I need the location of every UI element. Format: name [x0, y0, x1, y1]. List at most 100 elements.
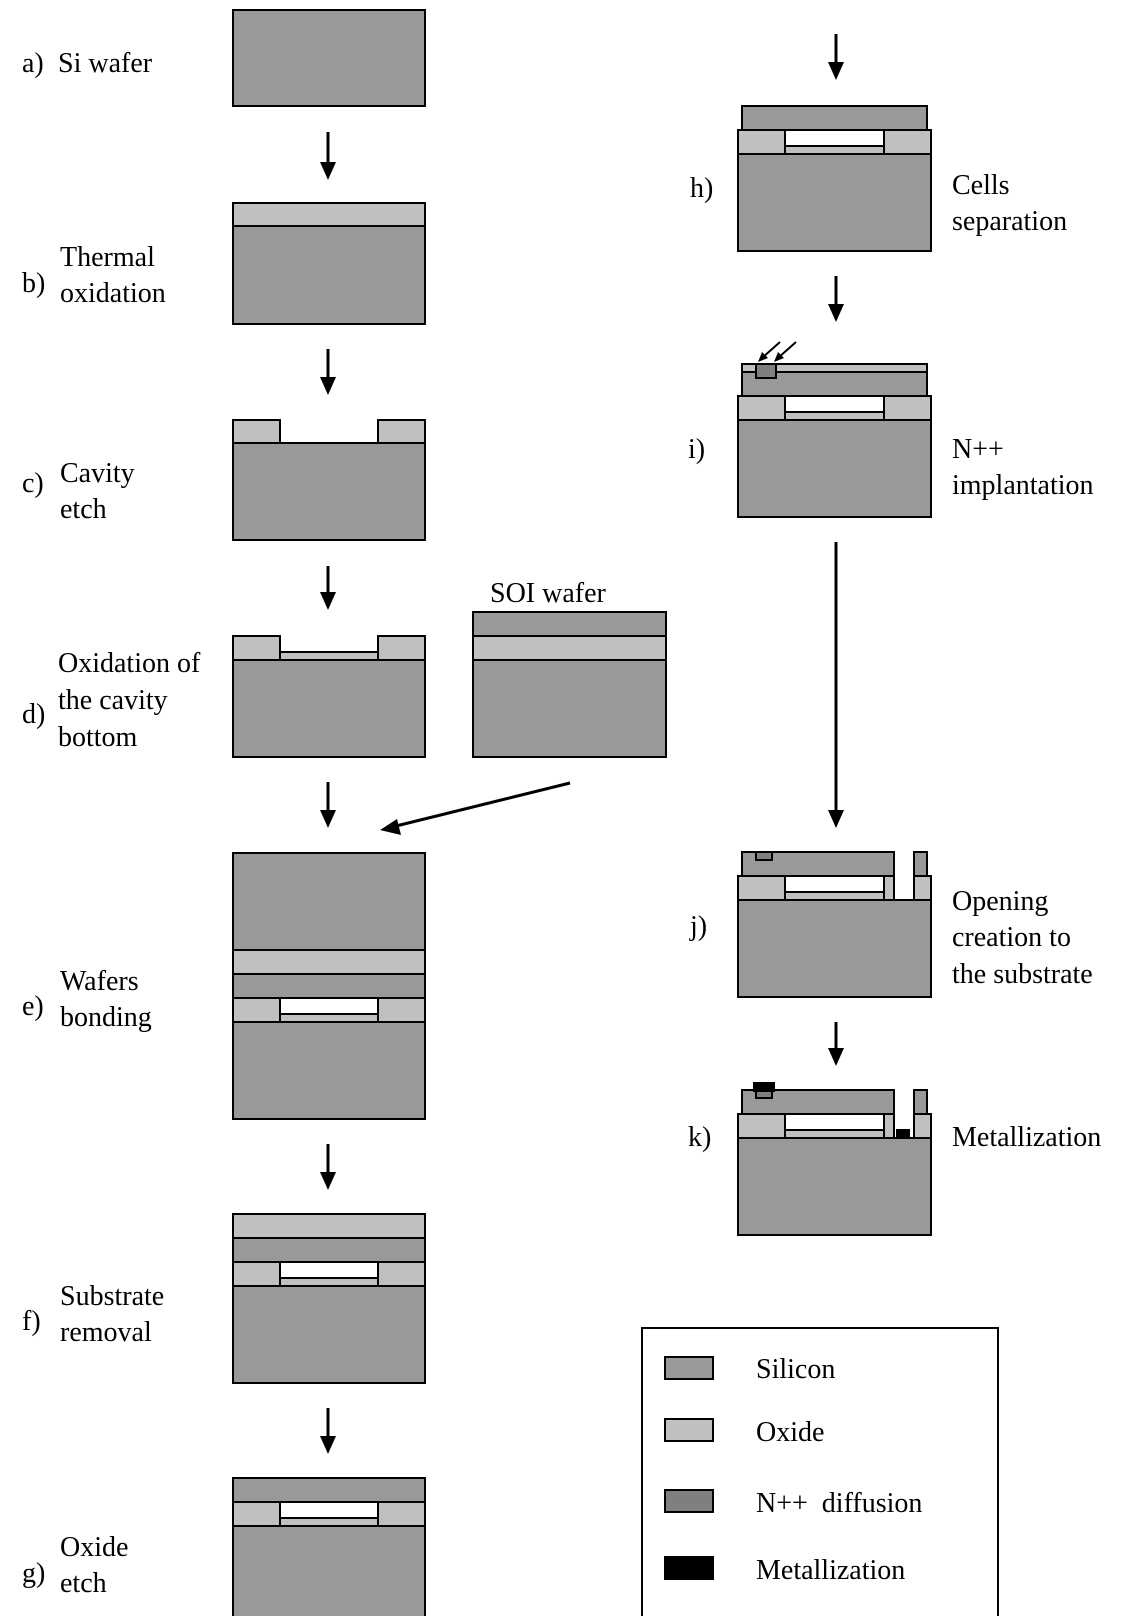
step-k-substrate-contact-metal [896, 1129, 910, 1139]
step-b: b) Thermal oxidation [22, 202, 426, 325]
step-e-oxide-left [232, 997, 281, 1023]
arrow-soi-to-bonding [380, 781, 571, 835]
arrow-h-i [828, 276, 844, 322]
step-e: e) Wafers bonding [22, 852, 426, 1120]
legend-label-metallization: Metallization [756, 1555, 905, 1586]
step-d-label-line-1: Oxidation of [58, 648, 201, 679]
step-c: c) Cavity etch [22, 419, 426, 541]
step-k-letter: k) [688, 1122, 711, 1153]
step-i-silicon [737, 419, 932, 518]
soi-wafer-label: SOI wafer [490, 578, 607, 609]
step-c-label-line-1: Cavity [60, 458, 135, 489]
step-g-top-silicon [232, 1477, 426, 1503]
step-j-label-line-1: Opening [952, 886, 1048, 917]
step-f-buried-oxide [232, 1213, 426, 1239]
step-h-oxide-left [737, 129, 786, 155]
step-i-label-line-2: implantation [952, 470, 1094, 501]
step-g-label-line-2: etch [60, 1568, 107, 1599]
step-i: i) N++ implantation [688, 341, 1094, 518]
implant-arrows [758, 341, 797, 362]
step-f-silicon [232, 1285, 426, 1384]
step-d-letter: d) [22, 699, 45, 730]
step-k-oxide-right [913, 1113, 932, 1139]
step-k-oxide-left [737, 1113, 786, 1139]
step-f: f) Substrate removal [22, 1213, 426, 1384]
step-c-label-line-2: etch [60, 494, 107, 525]
step-b-oxide [232, 202, 426, 227]
step-f-oxide-left [232, 1261, 281, 1287]
step-i-top-silicon [741, 371, 928, 397]
step-d-silicon [232, 659, 426, 758]
step-e-top-silicon [232, 973, 426, 999]
legend-label-silicon: Silicon [756, 1354, 835, 1385]
step-c-letter: c) [22, 468, 44, 499]
step-a: a) Si wafer [22, 9, 426, 107]
step-a-letter: a) [22, 48, 44, 79]
step-g-oxide-left [232, 1501, 281, 1527]
step-i-n-diffusion [755, 363, 777, 379]
arrow-to-h [828, 34, 844, 80]
step-k: k) Metallization [688, 1082, 1101, 1236]
soi-buried-oxide [472, 635, 667, 661]
step-e-oxide-right [377, 997, 426, 1023]
step-f-label-line-2: removal [60, 1317, 152, 1348]
step-h-letter: h) [690, 173, 713, 204]
legend-swatch-metallization [664, 1556, 714, 1580]
step-h: h) Cells separation [690, 105, 1067, 252]
step-c-oxide-left [232, 419, 281, 444]
step-h-label-line-2: separation [952, 206, 1067, 237]
step-b-label-line-1: Thermal [60, 242, 155, 273]
arrow-c-d [320, 566, 336, 610]
step-f-cavity [279, 1261, 379, 1279]
step-j-n-diffusion [755, 851, 773, 861]
step-d-label-line-3: bottom [58, 722, 138, 753]
step-j: j) Opening creation to the substrate [689, 851, 1093, 998]
step-i-label-line-1: N++ [952, 434, 1004, 465]
step-b-silicon [232, 225, 426, 325]
legend-label-oxide: Oxide [756, 1417, 824, 1448]
step-i-letter: i) [688, 434, 705, 465]
step-d-cavity-oxide [279, 651, 379, 661]
step-g-cavity [279, 1501, 379, 1519]
step-b-label-line-2: oxidation [60, 278, 166, 309]
step-e-cavity-oxide [279, 1013, 379, 1023]
step-j-oxide-right [913, 875, 932, 901]
step-a-label-line-1: Si wafer [58, 48, 153, 79]
step-e-label-line-2: bonding [60, 1002, 152, 1033]
step-i-cavity-oxide [784, 411, 885, 421]
step-h-label-line-1: Cells [952, 170, 1010, 201]
arrow-e-f [320, 1144, 336, 1190]
step-d-oxide-right [377, 635, 426, 661]
step-e-label-line-1: Wafers [60, 966, 139, 997]
step-g-letter: g) [22, 1558, 45, 1589]
step-h-silicon [737, 153, 932, 252]
step-j-letter: j) [689, 911, 707, 942]
step-c-oxide-right [377, 419, 426, 444]
step-k-label-line-1: Metallization [952, 1122, 1101, 1153]
step-f-top-silicon [232, 1237, 426, 1263]
step-i-oxide-left [737, 395, 786, 421]
soi-substrate [472, 659, 667, 758]
step-e-soi-substrate [232, 852, 426, 951]
arrow-f-g [320, 1408, 336, 1454]
step-j-silicon-pillar [913, 851, 928, 877]
arrow-b-c [320, 349, 336, 395]
legend-label-n-diffusion: N++ diffusion [756, 1488, 922, 1519]
step-j-cavity-oxide [784, 891, 885, 901]
step-g-cavity-oxide [279, 1517, 379, 1527]
step-b-letter: b) [22, 268, 45, 299]
arrow-d-e [320, 782, 336, 828]
step-k-top-contact-metal [753, 1082, 775, 1092]
step-j-oxide-mid [883, 875, 895, 901]
step-g-silicon [232, 1525, 426, 1616]
step-f-letter: f) [22, 1306, 41, 1337]
step-i-mask-oxide [741, 363, 928, 373]
step-f-cavity-oxide [279, 1277, 379, 1287]
step-j-oxide-left [737, 875, 786, 901]
step-e-letter: e) [22, 991, 44, 1022]
legend-swatch-oxide [664, 1418, 714, 1442]
step-k-silicon-pillar [913, 1089, 928, 1115]
step-k-oxide-mid [883, 1113, 895, 1139]
